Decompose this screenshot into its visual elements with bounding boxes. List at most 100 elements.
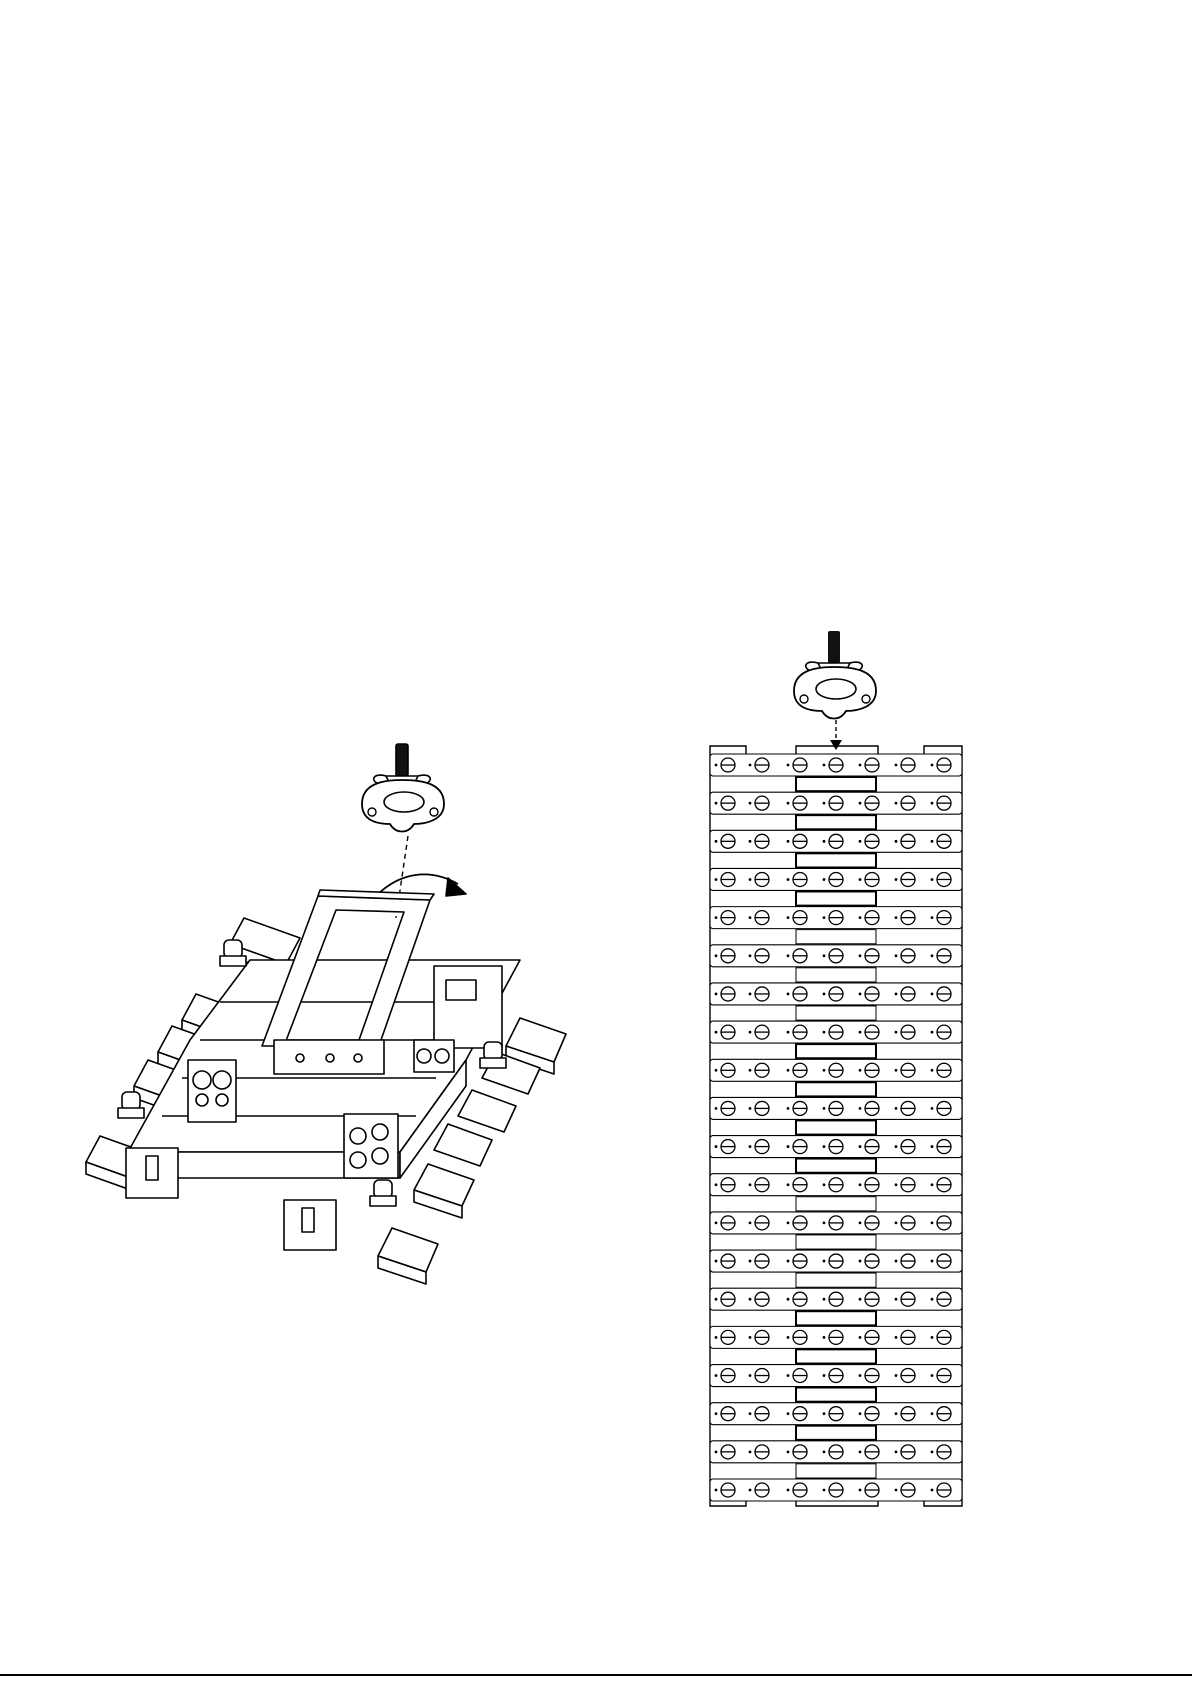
- screw-icon: [721, 949, 735, 963]
- screw-dot: [749, 1221, 752, 1224]
- screw-dot: [787, 764, 790, 767]
- led-window: [796, 1159, 876, 1173]
- screw-icon: [793, 758, 807, 772]
- screw-dot: [787, 1450, 790, 1453]
- screw-dot: [859, 1450, 862, 1453]
- clamp-icon: [362, 744, 444, 832]
- screw-icon: [901, 1445, 915, 1459]
- screw-dot: [823, 1145, 826, 1148]
- screw-icon: [755, 949, 769, 963]
- screw-icon: [755, 1483, 769, 1497]
- module-row: [710, 907, 962, 929]
- screw-icon: [793, 911, 807, 925]
- screw-dot: [859, 1221, 862, 1224]
- screw-icon: [721, 1483, 735, 1497]
- screw-icon: [755, 1140, 769, 1154]
- module-row: [710, 1479, 962, 1501]
- screw-icon: [901, 911, 915, 925]
- screw-icon: [901, 1483, 915, 1497]
- screw-dot: [823, 1069, 826, 1072]
- fixture-front-array-figure: [710, 631, 962, 1506]
- screw-dot: [787, 1145, 790, 1148]
- module-row: [710, 945, 962, 967]
- screw-dot: [895, 802, 898, 805]
- screw-dot: [859, 840, 862, 843]
- screw-dot: [749, 1298, 752, 1301]
- screw-dot: [787, 1374, 790, 1377]
- screw-dot: [823, 954, 826, 957]
- led-window: [796, 1426, 876, 1440]
- screw-icon: [721, 834, 735, 848]
- screw-icon: [937, 796, 951, 810]
- screw-dot: [749, 1374, 752, 1377]
- module-row: [710, 1174, 962, 1196]
- screw-dot: [859, 1412, 862, 1415]
- screw-dot: [931, 1221, 934, 1224]
- screw-dot: [749, 1107, 752, 1110]
- screw-icon: [937, 949, 951, 963]
- screw-icon: [901, 1140, 915, 1154]
- led-window: [796, 1349, 876, 1363]
- screw-icon: [865, 1025, 879, 1039]
- screw-dot: [859, 1374, 862, 1377]
- screw-icon: [865, 1216, 879, 1230]
- screw-dot: [823, 1336, 826, 1339]
- screw-dot: [749, 916, 752, 919]
- screw-icon: [829, 758, 843, 772]
- screw-dot: [895, 1489, 898, 1492]
- screw-icon: [755, 1025, 769, 1039]
- module-row: [710, 1441, 962, 1463]
- screw-icon: [755, 1101, 769, 1115]
- led-window: [796, 1235, 876, 1249]
- screw-icon: [829, 1292, 843, 1306]
- module-row: [710, 830, 962, 852]
- screw-dot: [749, 1412, 752, 1415]
- screw-icon: [793, 1101, 807, 1115]
- screw-icon: [937, 1369, 951, 1383]
- screw-dot: [715, 802, 718, 805]
- screw-icon: [721, 1292, 735, 1306]
- screw-icon: [865, 1330, 879, 1344]
- screw-icon: [937, 1483, 951, 1497]
- screw-icon: [793, 834, 807, 848]
- screw-dot: [715, 878, 718, 881]
- screw-icon: [793, 1216, 807, 1230]
- screw-icon: [865, 1063, 879, 1077]
- screw-icon: [901, 949, 915, 963]
- screw-dot: [823, 764, 826, 767]
- led-window: [796, 815, 876, 829]
- led-window: [796, 1464, 876, 1478]
- screw-dot: [895, 1031, 898, 1034]
- cooling-fin: [378, 1228, 438, 1284]
- module-row: [710, 1250, 962, 1272]
- screw-icon: [901, 1330, 915, 1344]
- screw-icon: [865, 1483, 879, 1497]
- screw-dot: [715, 993, 718, 996]
- screw-icon: [755, 1178, 769, 1192]
- screw-dot: [823, 1489, 826, 1492]
- screw-dot: [749, 1260, 752, 1263]
- screw-icon: [721, 911, 735, 925]
- screw-dot: [715, 1489, 718, 1492]
- screw-dot: [859, 1336, 862, 1339]
- screw-icon: [721, 1140, 735, 1154]
- screw-icon: [865, 1369, 879, 1383]
- screw-dot: [823, 1412, 826, 1415]
- screw-dot: [715, 916, 718, 919]
- screw-dot: [787, 1412, 790, 1415]
- cooling-fin: [414, 1164, 474, 1218]
- screw-dot: [823, 840, 826, 843]
- led-window: [796, 891, 876, 905]
- screw-dot: [931, 802, 934, 805]
- screw-icon: [793, 1292, 807, 1306]
- screw-icon: [829, 1178, 843, 1192]
- screw-icon: [755, 911, 769, 925]
- screw-dot: [715, 1450, 718, 1453]
- screw-icon: [865, 949, 879, 963]
- screw-dot: [895, 878, 898, 881]
- screw-dot: [715, 1298, 718, 1301]
- screw-icon: [829, 911, 843, 925]
- led-window: [796, 853, 876, 867]
- screw-icon: [829, 1369, 843, 1383]
- screw-dot: [859, 1183, 862, 1186]
